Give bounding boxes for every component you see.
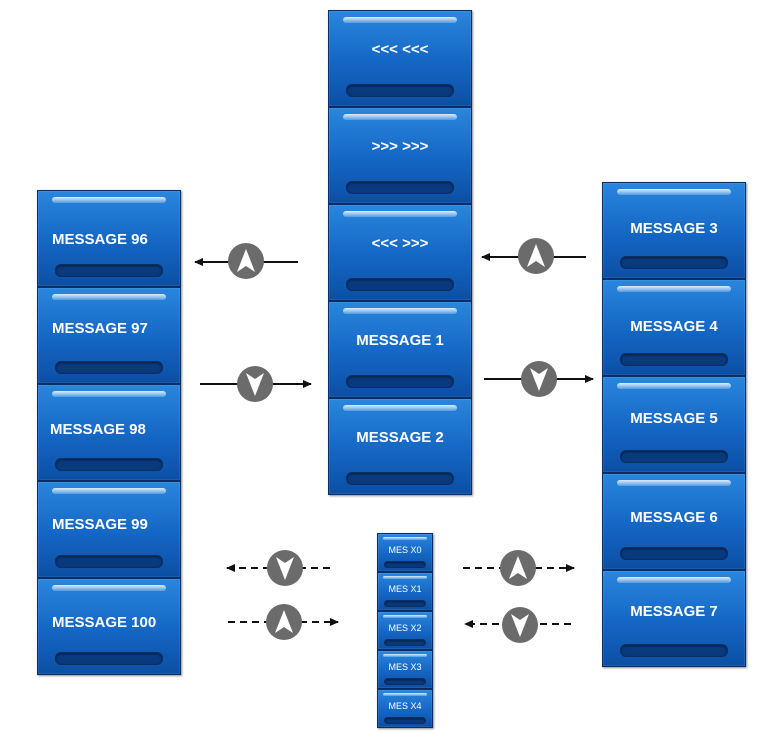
arrow-down-badge-icon[interactable]: [237, 366, 273, 402]
arrow-down-badge-icon[interactable]: [267, 550, 303, 586]
center-message-column: <<< <<< >>> >>> <<< >>> MESSAGE 1 MESSAG…: [328, 10, 472, 495]
tile-bar: [384, 678, 426, 685]
message-tile-scroll-both[interactable]: <<< >>>: [328, 204, 472, 301]
tile-label: MESSAGE 7: [630, 603, 718, 620]
tile-bar: [620, 644, 728, 657]
tile-bar: [384, 600, 426, 607]
message-tile-97[interactable]: MESSAGE 97: [37, 287, 181, 384]
arrow-up-badge-icon[interactable]: [266, 604, 302, 640]
message-tile-7[interactable]: MESSAGE 7: [602, 570, 746, 667]
dashed-arrow-left-bottom-upper: [226, 550, 330, 586]
tile-label: MESSAGE 6: [630, 509, 718, 526]
dashed-arrow-left-bottom-lower: [464, 607, 571, 643]
right-message-column: MESSAGE 3 MESSAGE 4 MESSAGE 5 MESSAGE 6 …: [602, 182, 746, 667]
arrow-left-top: [194, 243, 298, 279]
tile-bar: [55, 361, 163, 374]
tile-bar: [346, 472, 454, 485]
small-tile-x3[interactable]: MES X3: [377, 650, 433, 689]
tile-bar: [620, 256, 728, 269]
tile-bar: [384, 561, 426, 568]
message-tile-scroll-right[interactable]: >>> >>>: [328, 107, 472, 204]
tile-bar: [346, 84, 454, 97]
tile-label: MESSAGE 96: [52, 231, 148, 248]
tile-label: MESSAGE 3: [630, 220, 718, 237]
tile-label: <<< <<<: [371, 41, 429, 58]
message-tile-2[interactable]: MESSAGE 2: [328, 398, 472, 495]
tile-bar: [55, 264, 163, 277]
tile-label: MESSAGE 2: [356, 429, 444, 446]
tile-label: MESSAGE 5: [630, 410, 718, 427]
arrow-down-badge-icon[interactable]: [521, 361, 557, 397]
arrow-up-badge-icon[interactable]: [500, 550, 536, 586]
tile-bar: [55, 458, 163, 471]
message-tile-5[interactable]: MESSAGE 5: [602, 376, 746, 473]
tile-label: MESSAGE 100: [52, 614, 157, 631]
tile-label: MESSAGE 4: [630, 318, 718, 335]
message-tile-96[interactable]: MESSAGE 96: [37, 190, 181, 287]
tile-label: MES X2: [388, 623, 422, 633]
tile-bar: [346, 278, 454, 291]
tile-label: MESSAGE 97: [52, 320, 148, 337]
tile-label: <<< >>>: [371, 235, 429, 252]
tile-bar: [620, 353, 728, 366]
tile-label: MES X1: [388, 584, 422, 594]
message-tile-99[interactable]: MESSAGE 99: [37, 481, 181, 578]
dashed-arrow-right-bottom-upper: [463, 550, 575, 586]
message-tile-4[interactable]: MESSAGE 4: [602, 279, 746, 376]
tile-bar: [384, 717, 426, 724]
tile-bar: [55, 555, 163, 568]
arrow-up-badge-icon[interactable]: [518, 238, 554, 274]
arrow-right-middle-left: [200, 366, 312, 402]
tile-label: MESSAGE 99: [52, 516, 148, 533]
arrow-up-badge-icon[interactable]: [228, 243, 264, 279]
arrow-right-middle-right: [484, 361, 594, 397]
dashed-arrow-right-bottom-lower: [228, 604, 339, 640]
tile-label: MES X0: [388, 545, 422, 555]
tile-bar: [384, 639, 426, 646]
tile-label: MESSAGE 1: [356, 332, 444, 349]
tile-label: MES X4: [388, 701, 422, 711]
message-tile-100[interactable]: MESSAGE 100: [37, 578, 181, 675]
tile-label: >>> >>>: [371, 138, 429, 155]
message-tile-6[interactable]: MESSAGE 6: [602, 473, 746, 570]
small-tile-x0[interactable]: MES X0: [377, 533, 433, 572]
tile-bar: [55, 652, 163, 665]
tile-bar: [346, 375, 454, 388]
tile-bar: [620, 450, 728, 463]
arrow-left-top-right: [481, 238, 586, 274]
message-tile-3[interactable]: MESSAGE 3: [602, 182, 746, 279]
tile-label: MES X3: [388, 662, 422, 672]
message-tile-scroll-left[interactable]: <<< <<<: [328, 10, 472, 107]
tile-label: MESSAGE 98: [50, 421, 146, 438]
arrow-down-badge-icon[interactable]: [502, 607, 538, 643]
small-tile-x2[interactable]: MES X2: [377, 611, 433, 650]
small-tile-x1[interactable]: MES X1: [377, 572, 433, 611]
tile-bar: [620, 547, 728, 560]
message-tile-1[interactable]: MESSAGE 1: [328, 301, 472, 398]
message-tile-98[interactable]: MESSAGE 98: [37, 384, 181, 481]
small-tile-x4[interactable]: MES X4: [377, 689, 433, 728]
left-message-column: MESSAGE 96 MESSAGE 97 MESSAGE 98 MESSAGE…: [37, 190, 181, 675]
tile-bar: [346, 181, 454, 194]
small-message-column: MES X0 MES X1 MES X2 MES X3 MES X4: [377, 533, 433, 728]
